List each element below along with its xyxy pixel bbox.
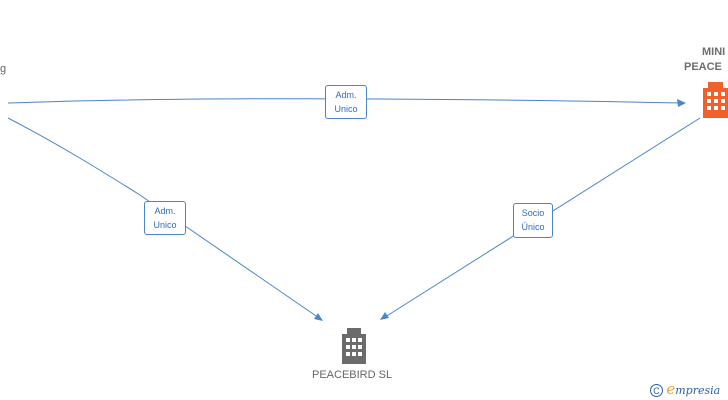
top-right-company-building-icon[interactable] xyxy=(701,82,728,118)
edge-left-label[interactable]: Adm. Unico xyxy=(144,201,186,235)
top-right-company-name-line1[interactable]: MINI xyxy=(702,46,726,58)
edge-top-arrowhead xyxy=(677,99,686,107)
bottom-company-name[interactable]: PEACEBIRD SL xyxy=(312,369,393,381)
edge-right-arrowhead xyxy=(380,312,389,320)
brand-logo-e: e xyxy=(666,380,676,398)
edge-right-label-line2: Único xyxy=(521,222,545,232)
top-right-company-name-line2[interactable]: PEACE xyxy=(684,61,722,73)
copyright-icon: C xyxy=(650,384,663,398)
edge-right-label[interactable]: Socio Único xyxy=(513,203,553,238)
edge-left-label-line1: Adm. xyxy=(154,206,176,216)
edge-left xyxy=(7,117,323,321)
edge-left-arrowhead xyxy=(314,313,323,321)
edge-top-label[interactable]: Adm. Unico xyxy=(325,85,367,119)
edge-left-label-line2: Unico xyxy=(153,220,177,230)
edge-top-label-line1: Adm. xyxy=(335,90,357,100)
brand-name: mpresia xyxy=(675,384,721,397)
edge-top-label-line2: Unico xyxy=(334,104,358,114)
left-person-label[interactable]: g xyxy=(0,63,7,75)
empresia-credit[interactable]: C empresia xyxy=(650,380,720,398)
bottom-company-building-icon[interactable] xyxy=(339,328,369,364)
edge-right-label-line1: Socio xyxy=(521,208,545,218)
